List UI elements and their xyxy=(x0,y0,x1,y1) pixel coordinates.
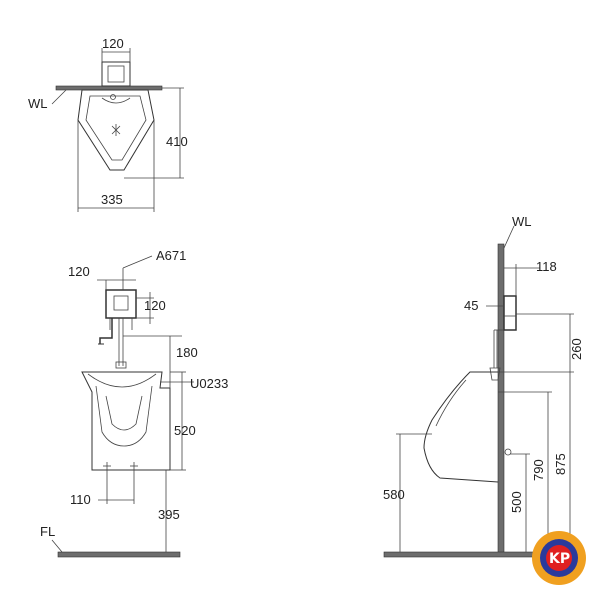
front-view: A671 120 120 180 U0233 520 110 395 FL xyxy=(40,248,228,558)
front-view-model-flush: A671 xyxy=(156,248,186,263)
front-view-dim-180: 180 xyxy=(176,345,198,360)
front-view-mounting-holes xyxy=(103,462,138,470)
side-view-dim-118: 118 xyxy=(536,259,557,274)
side-view-urinal-body xyxy=(423,371,499,483)
side-view-outlet-icon xyxy=(504,448,512,456)
front-view-dim-110: 110 xyxy=(70,492,91,507)
top-view-wall xyxy=(55,85,163,91)
kp-logo: KP xyxy=(532,531,586,585)
kp-logo-text: KP xyxy=(549,551,570,567)
front-view-flush-box xyxy=(105,289,137,319)
side-view-dim-580: 580 xyxy=(383,487,405,502)
side-view-flush-box xyxy=(503,295,517,331)
top-view-dim-width-top: 120 xyxy=(102,36,124,51)
front-view-floor xyxy=(57,551,181,558)
side-view-dim-790: 790 xyxy=(531,459,546,481)
side-view-dim-500: 500 xyxy=(509,491,524,513)
side-view-floor xyxy=(383,551,553,558)
front-view-supply-pipe xyxy=(99,318,113,344)
side-view-dim-45: 45 xyxy=(464,298,478,313)
front-view-fl-label: FL xyxy=(40,524,55,539)
front-view-dim-520: 520 xyxy=(174,423,196,438)
side-view: WL 118 45 260 580 500 xyxy=(383,214,584,558)
front-view-dim-395: 395 xyxy=(158,507,180,522)
front-view-dim-120-left: 120 xyxy=(68,264,90,279)
front-view-urinal-body xyxy=(81,371,171,471)
side-view-wl-label: WL xyxy=(512,214,532,229)
side-view-wall xyxy=(497,243,505,557)
side-view-dim-260: 260 xyxy=(569,338,584,360)
top-view: 120 WL 410 335 xyxy=(28,36,188,212)
top-view-dim-width: 335 xyxy=(101,192,123,207)
top-view-wl-label: WL xyxy=(28,96,48,111)
front-view-dim-120-right: 120 xyxy=(144,298,166,313)
top-view-drain-icon xyxy=(111,124,121,136)
top-view-flush-box xyxy=(101,61,131,87)
top-view-dim-depth: 410 xyxy=(166,134,188,149)
side-view-dim-875: 875 xyxy=(553,453,568,475)
front-view-model-urinal: U0233 xyxy=(190,376,228,391)
